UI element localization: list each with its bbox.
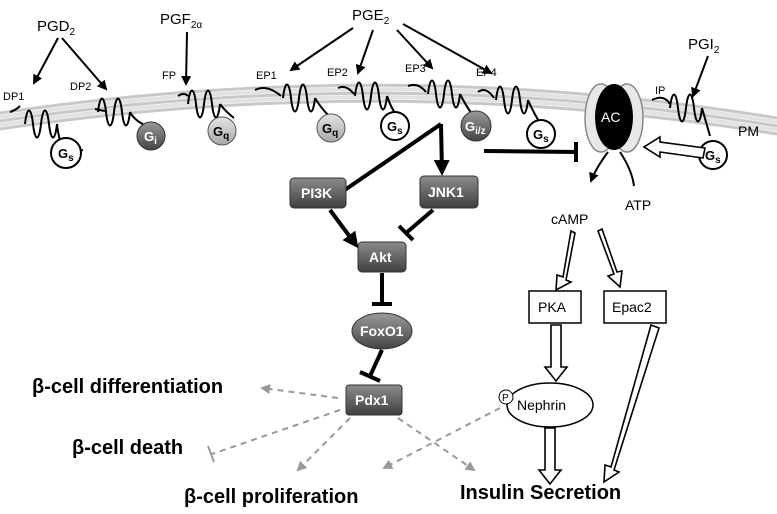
foxo1-inhibits-pdx1	[359, 349, 384, 383]
outcome-death: β-cell death	[72, 437, 183, 459]
atp-curve	[619, 151, 635, 187]
g-protein-dp2-gi: Gi	[136, 121, 166, 151]
svg-text:Nephrin: Nephrin	[517, 397, 566, 413]
ip-label: IP	[655, 85, 665, 97]
akt-inhibits-foxo1	[372, 273, 392, 306]
g-protein-fp-gq: Gq	[207, 116, 237, 146]
ep2-label: EP2	[327, 67, 348, 79]
svg-text:Gi/z: Gi/z	[465, 119, 486, 137]
svg-text:Pdx1: Pdx1	[355, 392, 389, 408]
fp-label: FP	[162, 70, 176, 82]
pm-label: PM	[738, 123, 759, 139]
pge2-label: PGE2	[352, 7, 390, 27]
svg-text:Gs: Gs	[58, 146, 74, 164]
node-nephrin: Nephrin	[506, 382, 594, 428]
camp-to-pka-arrow	[555, 229, 576, 292]
svg-text:JNK1: JNK1	[428, 184, 464, 200]
g-protein-dp1-gs: Gs	[50, 137, 82, 169]
ep3-signaling-lines	[326, 122, 578, 208]
nephrin-to-insulin-arrow	[537, 427, 563, 486]
node-epac2: Epac2	[603, 290, 667, 324]
ac-label: AC	[601, 109, 620, 125]
atp-label: ATP	[625, 197, 651, 213]
g-protein-ep1-gq: Gq	[316, 113, 346, 143]
camp-label: cAMP	[551, 211, 588, 227]
outcome-insulin-secretion: Insulin Secretion	[460, 482, 621, 504]
g-protein-ep4-gs: Gs	[526, 119, 556, 149]
svg-text:PKA: PKA	[538, 299, 567, 315]
receptor-fp	[177, 89, 235, 119]
node-pdx1: Pdx1	[345, 384, 403, 416]
outcome-proliferation: β-cell proliferation	[184, 486, 358, 508]
adenylyl-cyclase: AC	[584, 83, 644, 153]
ep3-label: EP3	[405, 63, 426, 75]
ep1-label: EP1	[256, 70, 277, 82]
node-jnk1: JNK1	[419, 175, 479, 209]
phospho-badge: P	[498, 389, 514, 405]
pgi2-label: PGI2	[688, 36, 720, 56]
epac2-to-insulin-arrow	[603, 323, 660, 484]
svg-text:Gi: Gi	[144, 129, 157, 147]
svg-text:Epac2: Epac2	[612, 299, 652, 315]
svg-text:P: P	[502, 393, 509, 404]
pi3k-to-akt-arrow	[328, 208, 359, 249]
pgf2a-label: PGF2α	[160, 11, 202, 31]
dp2-label: DP2	[70, 81, 91, 93]
dp1-label: DP1	[3, 91, 24, 103]
svg-text:Akt: Akt	[369, 249, 392, 265]
svg-text:Gs: Gs	[533, 127, 549, 145]
receptor-ip	[651, 93, 711, 137]
ligand-arrows	[33, 23, 709, 98]
ip-gs-to-ac-arrow	[642, 135, 706, 159]
g-protein-ip-gs: Gs	[698, 140, 728, 170]
svg-text:PI3K: PI3K	[301, 185, 332, 201]
svg-text:Gs: Gs	[387, 119, 403, 137]
outcome-differentiation: β-cell differentiation	[32, 376, 223, 398]
ep4-label: EP4	[476, 67, 497, 79]
svg-text:FoxO1: FoxO1	[360, 323, 404, 339]
node-pka: PKA	[528, 290, 582, 324]
g-protein-ep2-gs: Gs	[380, 111, 410, 141]
node-foxo1: FoxO1	[351, 312, 413, 350]
ac-to-camp-arrow	[589, 151, 609, 183]
jnk1-inhibits-akt	[397, 208, 435, 242]
pka-to-nephrin-arrow	[543, 324, 569, 383]
g-protein-ep3-giz: Gi/z	[460, 110, 492, 142]
camp-to-epac2-arrow	[596, 227, 623, 289]
svg-text:Gq: Gq	[213, 124, 229, 142]
pdx1-outcome-dashes	[207, 384, 501, 472]
node-pi3k: PI3K	[289, 177, 347, 209]
svg-text:Gs: Gs	[705, 148, 721, 166]
pgd2-label: PGD2	[37, 18, 76, 38]
svg-text:Gq: Gq	[322, 121, 338, 139]
node-akt: Akt	[357, 241, 407, 273]
